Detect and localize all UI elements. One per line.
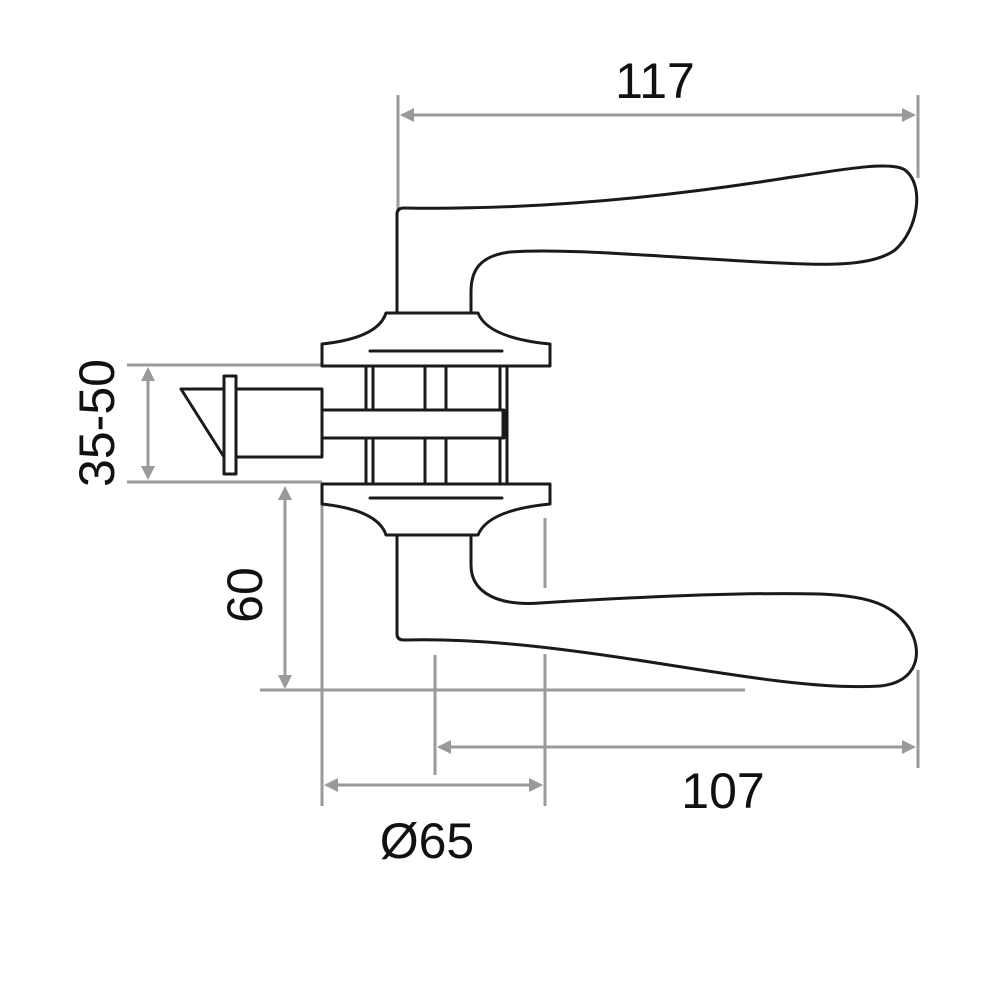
dimension-rose-diameter <box>320 500 547 806</box>
upper-lever-handle <box>395 164 919 314</box>
label-117: 117 <box>615 53 695 109</box>
latch <box>179 374 324 476</box>
label-60: 60 <box>217 567 273 623</box>
latch-faceplate <box>222 374 238 476</box>
upper-rose <box>320 311 552 368</box>
label-35-50: 35-50 <box>69 359 125 487</box>
latch-body <box>234 387 324 459</box>
dimension-60 <box>260 486 745 692</box>
spindle-assembly <box>320 364 509 486</box>
dimension-117 <box>396 95 920 212</box>
label-107: 107 <box>681 763 764 819</box>
label-rose-diameter: Ø65 <box>380 813 475 869</box>
dimension-35-50 <box>127 363 322 484</box>
lower-lever-handle <box>395 534 918 689</box>
lower-rose <box>320 482 552 537</box>
dimension-107 <box>433 655 920 775</box>
latch-bolt-bevel <box>179 387 226 459</box>
spindle-bar <box>320 408 506 440</box>
